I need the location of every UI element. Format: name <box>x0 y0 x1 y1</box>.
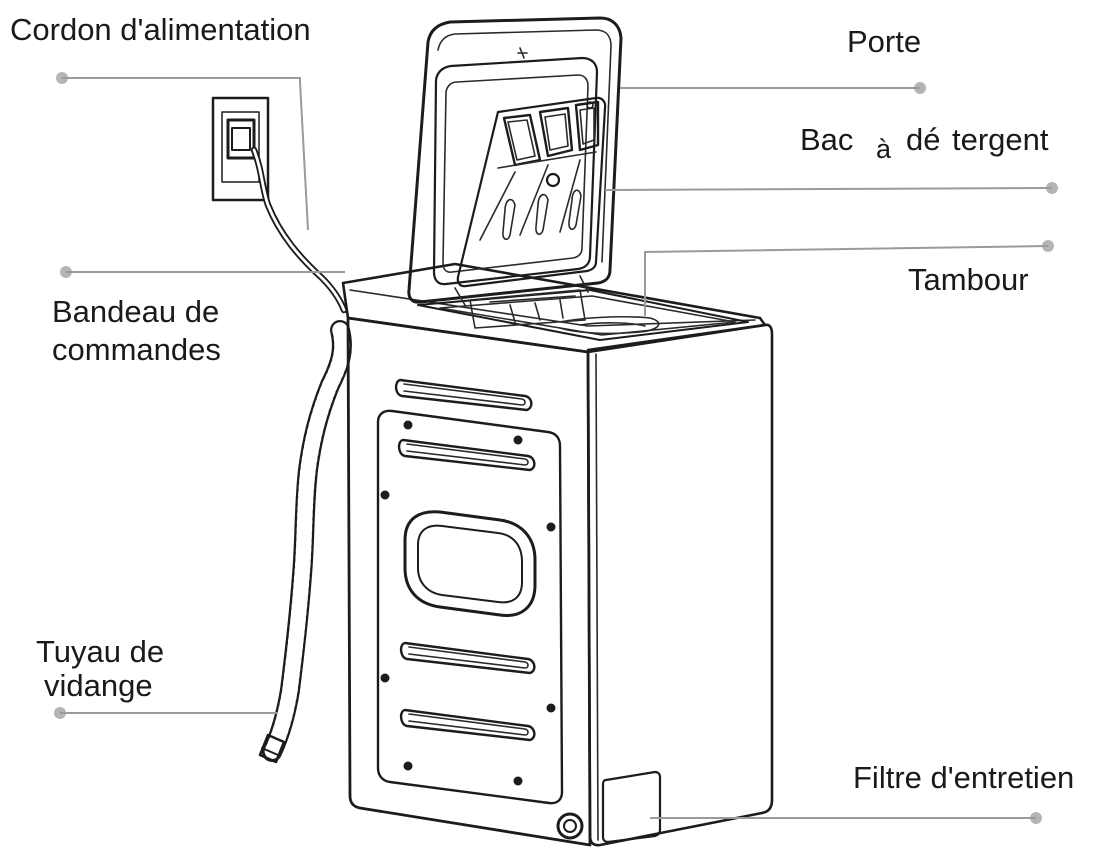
label-drain-hose-line2: vidange <box>44 668 153 703</box>
front-panel <box>376 378 564 805</box>
leader-door <box>620 82 926 94</box>
machine-cabinet <box>341 262 774 847</box>
label-drum: Tambour <box>908 262 1029 297</box>
wall-socket <box>211 96 270 202</box>
label-power-cord: Cordon d'alimentation <box>10 12 311 47</box>
leader-filter <box>650 812 1042 824</box>
leader-detergent <box>604 182 1058 194</box>
service-filter <box>556 770 662 844</box>
label-detergent-tray: Bac à dé tergent <box>800 122 1049 165</box>
label-detergent-part1: Bac <box>800 122 853 157</box>
label-detergent-part4: tergent <box>952 122 1049 157</box>
leader-drain-hose <box>54 707 278 719</box>
open-door <box>407 16 623 306</box>
power-cord <box>250 146 348 314</box>
label-drain-hose-line1: Tuyau de <box>36 634 164 669</box>
leader-power-cord <box>56 72 309 231</box>
leader-control-panel <box>60 266 345 278</box>
label-detergent-part3: dé <box>906 122 940 157</box>
drain-hose <box>258 320 352 764</box>
label-control-panel-line1: Bandeau de <box>52 294 219 329</box>
label-door: Porte <box>847 24 921 59</box>
label-detergent-part2: à <box>876 134 892 164</box>
label-service-filter: Filtre d'entretien <box>853 760 1074 795</box>
leader-drum <box>644 240 1054 316</box>
label-control-panel-line2: commandes <box>52 332 221 367</box>
